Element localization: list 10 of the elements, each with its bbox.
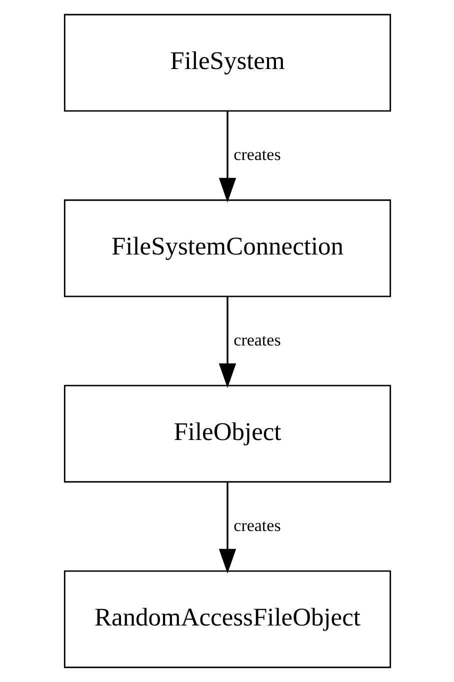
node-box: RandomAccessFileObject [63,570,391,668]
arrow [218,482,236,574]
arrow [218,296,236,388]
arrow [218,111,236,203]
node-box: FileSystem [63,14,391,112]
edge-label: creates [233,330,280,350]
node-box: FileObject [63,384,391,483]
edge-label: creates [233,516,280,535]
node-box: FileSystemConnection [63,199,391,298]
edge-label: creates [233,144,280,164]
